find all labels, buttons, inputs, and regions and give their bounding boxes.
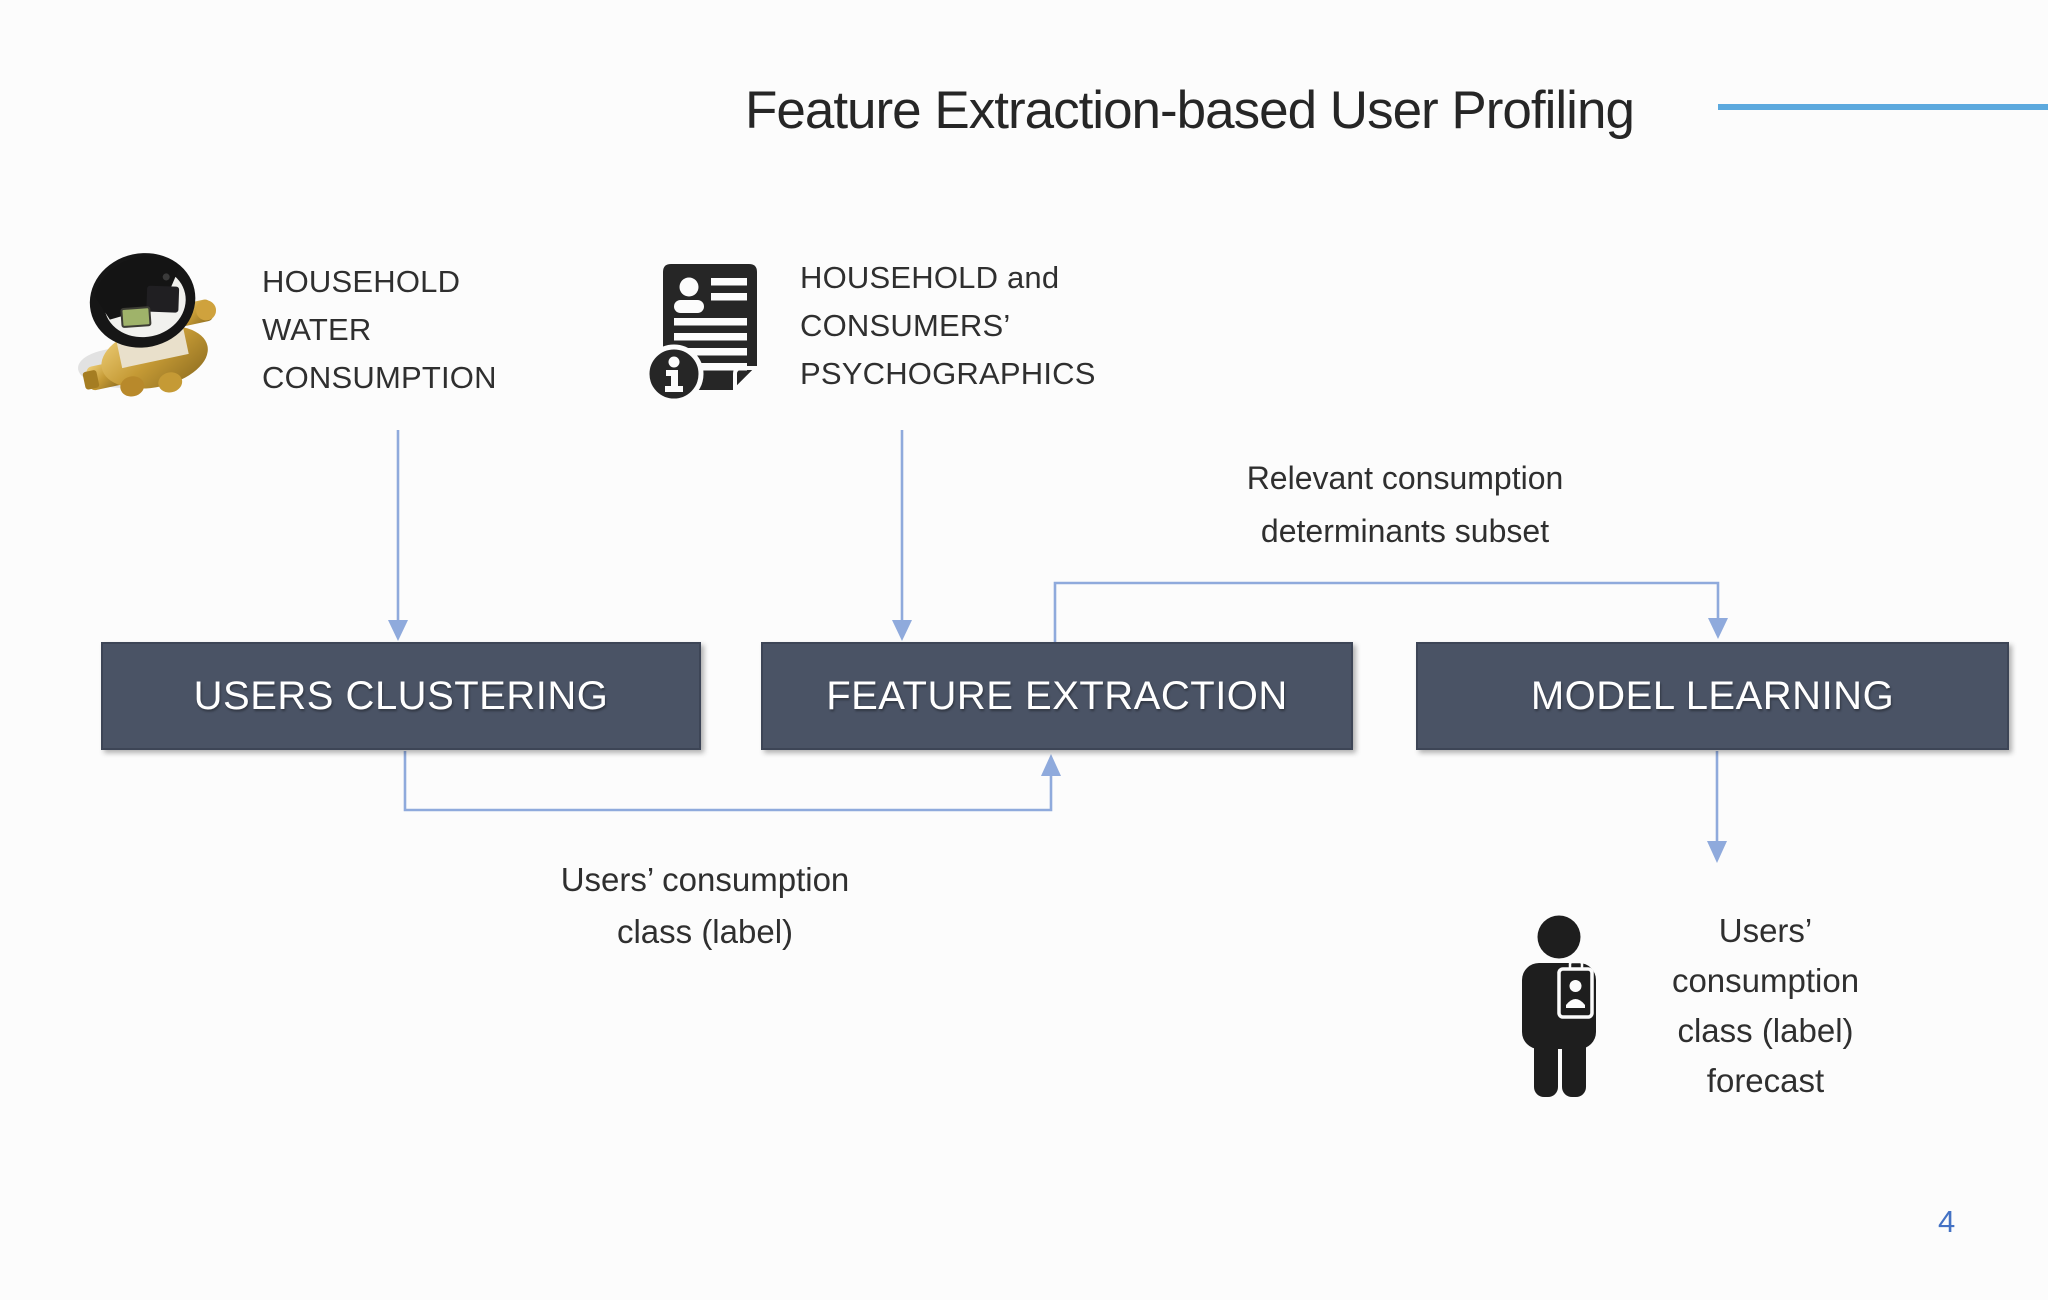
document-fold <box>733 366 762 395</box>
person-head <box>679 277 699 297</box>
arrowhead-icon <box>1708 618 1728 639</box>
label-line: Users’ <box>1718 912 1813 949</box>
arrowhead-icon <box>1041 754 1061 776</box>
info-stem <box>665 370 683 392</box>
label-relevant-determinants-subset: Relevant consumption determinants subset <box>1105 452 1705 558</box>
arrowhead-icon <box>388 620 408 641</box>
person-head <box>1537 915 1581 959</box>
person-shoulders <box>674 300 704 313</box>
label-line: determinants subset <box>1260 513 1550 549</box>
label-line: HOUSEHOLD and <box>800 260 1060 295</box>
label-line: class (label) <box>1677 1012 1854 1049</box>
badge-card <box>1557 967 1594 1019</box>
label-line: CONSUMERS’ <box>800 308 1011 343</box>
document-info-icon <box>645 264 762 404</box>
page-number: 4 <box>1938 1204 1956 1239</box>
box-model-learning: MODEL LEARNING <box>1416 642 2009 750</box>
label-line: consumption <box>1671 962 1860 999</box>
arrow-clustering-to-extraction <box>403 751 1053 812</box>
arrowhead-icon <box>892 620 912 641</box>
box-users-clustering: USERS CLUSTERING <box>101 642 701 750</box>
slide-title: Feature Extraction-based User Profiling <box>745 81 1635 140</box>
badge-photo-body <box>1566 999 1585 1008</box>
box-label: USERS CLUSTERING <box>193 673 609 718</box>
box-feature-extraction: FEATURE EXTRACTION <box>761 642 1353 750</box>
label-users-class-forecast: Users’ consumption class (label) forecas… <box>1613 906 1918 1106</box>
arrow-extraction-to-learning <box>1053 581 1720 642</box>
label-line: forecast <box>1706 1062 1825 1099</box>
person-leg-left <box>1534 1035 1558 1097</box>
label-line: class (label) <box>616 913 794 950</box>
label-users-consumption-class: Users’ consumption class (label) <box>430 854 980 958</box>
label-line: PSYCHOGRAPHICS <box>800 356 1096 391</box>
person-leg-right <box>1562 1035 1586 1097</box>
label-line: WATER <box>262 312 372 347</box>
label-line: Relevant consumption <box>1246 460 1564 496</box>
label-line: HOUSEHOLD <box>262 264 461 299</box>
water-meter-image <box>78 253 217 397</box>
arrowhead-icon <box>1707 841 1727 863</box>
title-accent-line <box>1718 104 2048 110</box>
label-line: Users’ consumption <box>560 861 850 898</box>
meter-body <box>82 253 217 397</box>
person-badge-icon <box>1522 915 1596 1097</box>
box-label: MODEL LEARNING <box>1530 673 1895 718</box>
info-dot <box>668 356 680 368</box>
label-line: CONSUMPTION <box>262 360 497 395</box>
label-household-psychographics: HOUSEHOLD and CONSUMERS’ PSYCHOGRAPHICS <box>800 254 1240 398</box>
badge-photo-head <box>1569 980 1582 992</box>
label-household-water-consumption: HOUSEHOLD WATER CONSUMPTION <box>262 258 642 402</box>
box-label: FEATURE EXTRACTION <box>826 673 1288 718</box>
